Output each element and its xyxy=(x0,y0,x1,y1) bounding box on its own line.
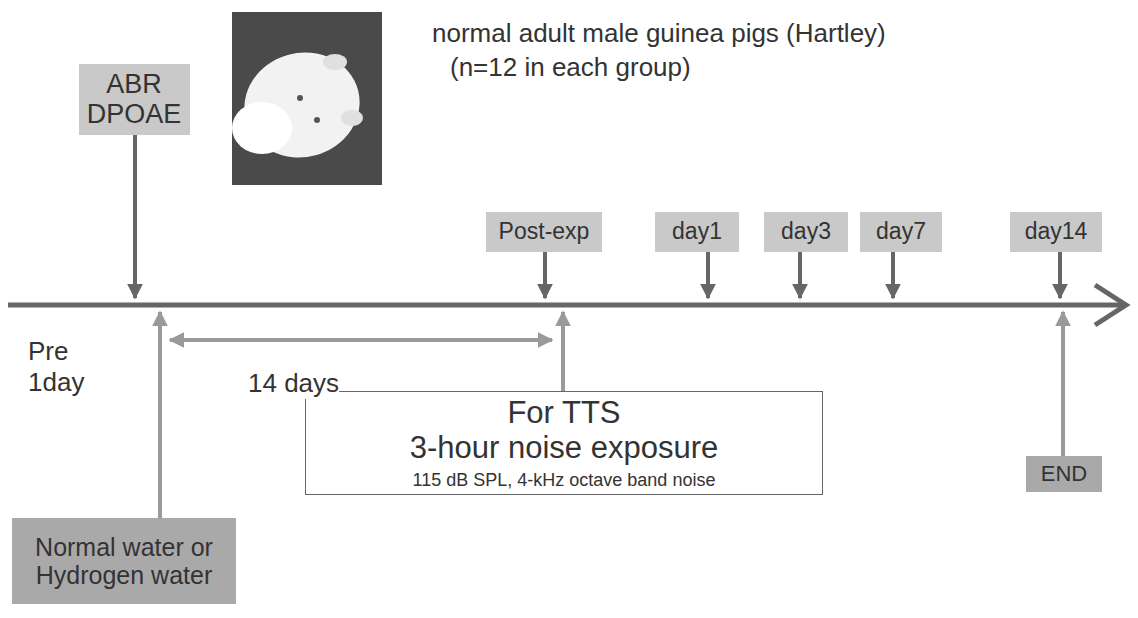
timeline xyxy=(8,303,1122,308)
time-arrow xyxy=(891,252,895,298)
time-box: day7 xyxy=(860,212,942,252)
time-arrow xyxy=(706,252,710,298)
timeline-head xyxy=(1095,285,1126,325)
water-box: Normal water or Hydrogen water xyxy=(12,518,236,604)
pre-label: Pre 1day xyxy=(28,336,108,398)
node-text: day3 xyxy=(781,219,831,245)
node-text: ABR DPOAE xyxy=(85,69,184,129)
time-box: day3 xyxy=(764,212,848,252)
time-arrow xyxy=(798,252,802,298)
node-text: Post-exp xyxy=(499,219,590,245)
node-text: 3-hour noise exposure xyxy=(410,431,718,466)
node-text: day14 xyxy=(1025,219,1088,245)
time-box: Post-exp xyxy=(486,212,602,252)
node-text: 115 dB SPL, 4-kHz octave band noise xyxy=(413,470,716,490)
span-label: 14 days xyxy=(248,368,339,399)
guinea-pig-photo xyxy=(232,12,382,185)
group-note: (n=12 in each group) xyxy=(450,52,850,83)
end-arrow xyxy=(1061,312,1065,456)
measure-box: ABR DPOAE xyxy=(79,64,190,135)
node-text: day7 xyxy=(876,219,926,245)
node-text: Normal water or Hydrogen water xyxy=(18,533,230,589)
end-box: END xyxy=(1026,456,1102,492)
node-text: END xyxy=(1041,462,1087,487)
start-arrow xyxy=(158,312,162,518)
time-arrow xyxy=(133,132,137,298)
node-text: For TTS xyxy=(507,396,620,431)
time-box: day1 xyxy=(655,212,739,252)
time-arrow xyxy=(1058,252,1062,298)
span-arrow xyxy=(170,338,552,342)
node-text: day1 xyxy=(672,219,722,245)
time-arrow xyxy=(543,252,547,298)
subject-note: normal adult male guinea pigs (Hartley) xyxy=(432,18,1052,49)
exposure-arrow xyxy=(561,312,565,391)
exposure-box: For TTS3-hour noise exposure 115 dB SPL, … xyxy=(305,391,823,495)
time-box: day14 xyxy=(1010,212,1102,252)
